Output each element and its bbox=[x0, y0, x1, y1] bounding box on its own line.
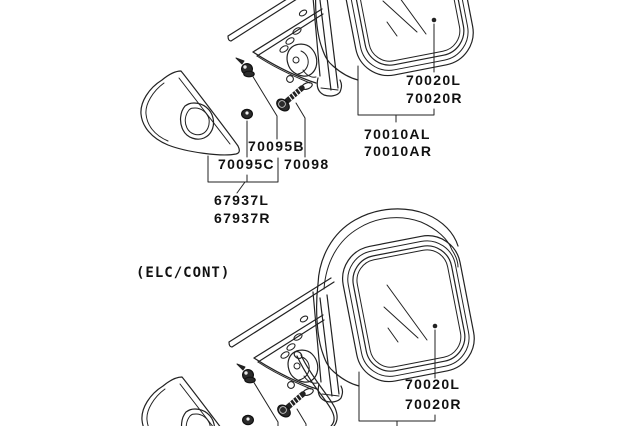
part-label-glass-left-bottom: 70020L bbox=[405, 376, 461, 392]
part-label-glass-right-top: 70020R bbox=[406, 90, 463, 106]
part-label-cover-left: 67937L bbox=[214, 192, 270, 208]
part-label-glass-left-top: 70020L bbox=[406, 72, 462, 88]
mirror-wire-drawing bbox=[293, 350, 338, 426]
variant-note-elc-cont: (ELC/CONT) bbox=[136, 265, 231, 281]
part-label-pin-screw: 70095B bbox=[248, 138, 305, 154]
part-label-assembly-right: 70010AR bbox=[364, 143, 433, 159]
part-label-assembly-left: 70010AL bbox=[364, 126, 431, 142]
part-label-glass-right-bottom: 70020R bbox=[405, 396, 462, 412]
part-label-grommet: 70095C bbox=[218, 156, 275, 172]
part-label-bolt: 70098 bbox=[284, 156, 330, 172]
bottom-mirror-assembly-drawing bbox=[142, 209, 480, 426]
part-label-cover-right: 67937R bbox=[214, 210, 271, 226]
